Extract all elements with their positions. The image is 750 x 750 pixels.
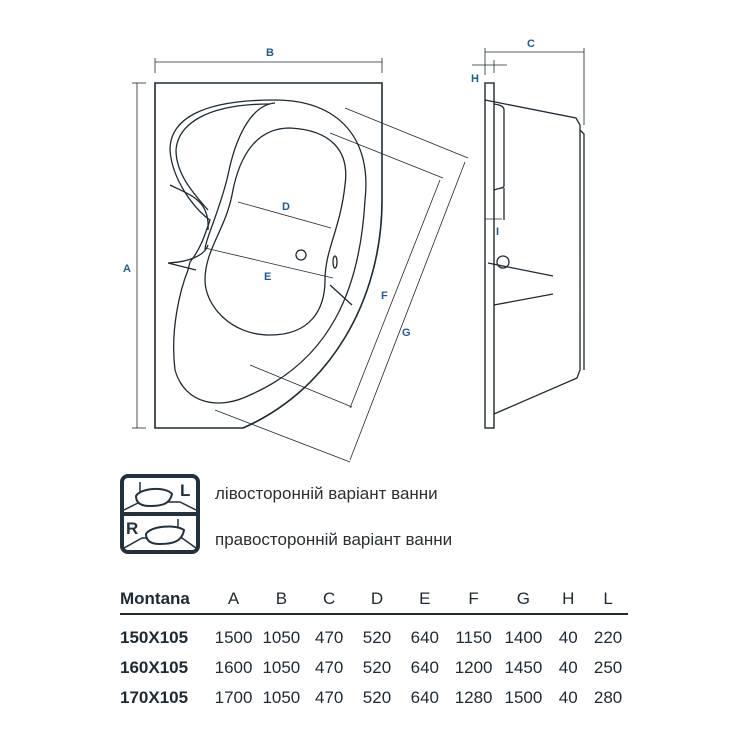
side-profile <box>484 99 585 415</box>
header-cell: E <box>419 589 431 608</box>
right-notch <box>329 284 353 306</box>
cell: 40 <box>558 658 578 677</box>
cell: 640 <box>410 658 439 677</box>
cell: 1050 <box>262 628 301 647</box>
icon-label-r: R <box>126 519 138 538</box>
overflow-slot <box>332 255 338 269</box>
seat-line <box>204 102 276 251</box>
left-variant-text: лівосторонній варіант ванни <box>215 484 438 503</box>
cell: 1500 <box>214 628 253 647</box>
label-g: G <box>402 327 411 339</box>
cell: 470 <box>314 688 344 707</box>
cell: 280 <box>593 688 623 707</box>
table-row: 160X105 1600 1050 470 520 640 1200 1450 … <box>120 653 628 683</box>
label-a: A <box>123 263 131 275</box>
cell: 40 <box>558 628 578 647</box>
cell: 470 <box>314 628 344 647</box>
cell: 1450 <box>504 658 543 677</box>
label-b: B <box>266 47 274 59</box>
left-wall-notch <box>167 184 209 271</box>
bath-basin <box>204 127 347 336</box>
table-row: 150X105 1500 1050 470 520 640 1150 1400 … <box>120 623 628 653</box>
header-cell: D <box>370 589 384 608</box>
right-variant-text: правосторонній варіант ванни <box>215 530 453 549</box>
header-model: Montana <box>120 589 190 608</box>
cell: 40 <box>558 688 578 707</box>
model-cell: 170X105 <box>120 688 189 707</box>
cell: 1600 <box>214 658 253 677</box>
cell: 1150 <box>455 628 492 647</box>
header-cell: L <box>603 589 613 608</box>
bathtub-technical-drawing: B A D E F G C H I <box>123 38 585 463</box>
header-cell: C <box>323 589 336 608</box>
header-cell: B <box>275 589 288 608</box>
table-row: 170X105 1700 1050 470 520 640 1280 1500 … <box>120 683 628 713</box>
header-cell: F <box>468 589 479 608</box>
model-cell: 160X105 <box>120 658 189 677</box>
label-e: E <box>264 271 271 283</box>
cell: 520 <box>362 658 392 677</box>
label-i: I <box>496 226 499 238</box>
cell: 1200 <box>454 658 493 677</box>
cell: 470 <box>314 658 344 677</box>
drain-overflow <box>295 249 307 261</box>
label-d: D <box>282 201 290 213</box>
side-panel <box>484 82 495 429</box>
header-cell: A <box>227 589 240 608</box>
dimension-lines <box>132 48 585 463</box>
plan-outline <box>154 82 383 429</box>
dimension-labels: B A D E F G C H I <box>123 38 535 339</box>
cell: 1400 <box>504 628 543 647</box>
cell: 1700 <box>214 688 253 707</box>
left-right-variant-icon: L R <box>120 474 200 554</box>
cell: 1280 <box>454 688 493 707</box>
bath-rim <box>169 99 367 404</box>
cell: 220 <box>593 628 623 647</box>
dimensions-table: Montana A B C D E F G H L 150X105 1500 1… <box>120 585 628 713</box>
label-f: F <box>381 290 388 302</box>
header-cell: H <box>562 589 575 608</box>
label-c: C <box>527 38 535 50</box>
cell: 1500 <box>504 688 543 707</box>
cell: 520 <box>362 628 392 647</box>
side-drain <box>496 255 510 269</box>
label-h: H <box>471 73 479 85</box>
header-cell: G <box>516 589 531 608</box>
cell: 640 <box>410 628 439 647</box>
cell: 640 <box>410 688 439 707</box>
table-header: Montana A B C D E F G H L <box>120 585 628 615</box>
cell: 520 <box>362 688 392 707</box>
cell: 250 <box>593 658 623 677</box>
icon-label-l: L <box>180 481 190 500</box>
cell: 1050 <box>262 658 301 677</box>
cell: 1050 <box>262 688 301 707</box>
bath-rim-inner-line <box>175 103 271 211</box>
model-cell: 150X105 <box>120 628 189 647</box>
